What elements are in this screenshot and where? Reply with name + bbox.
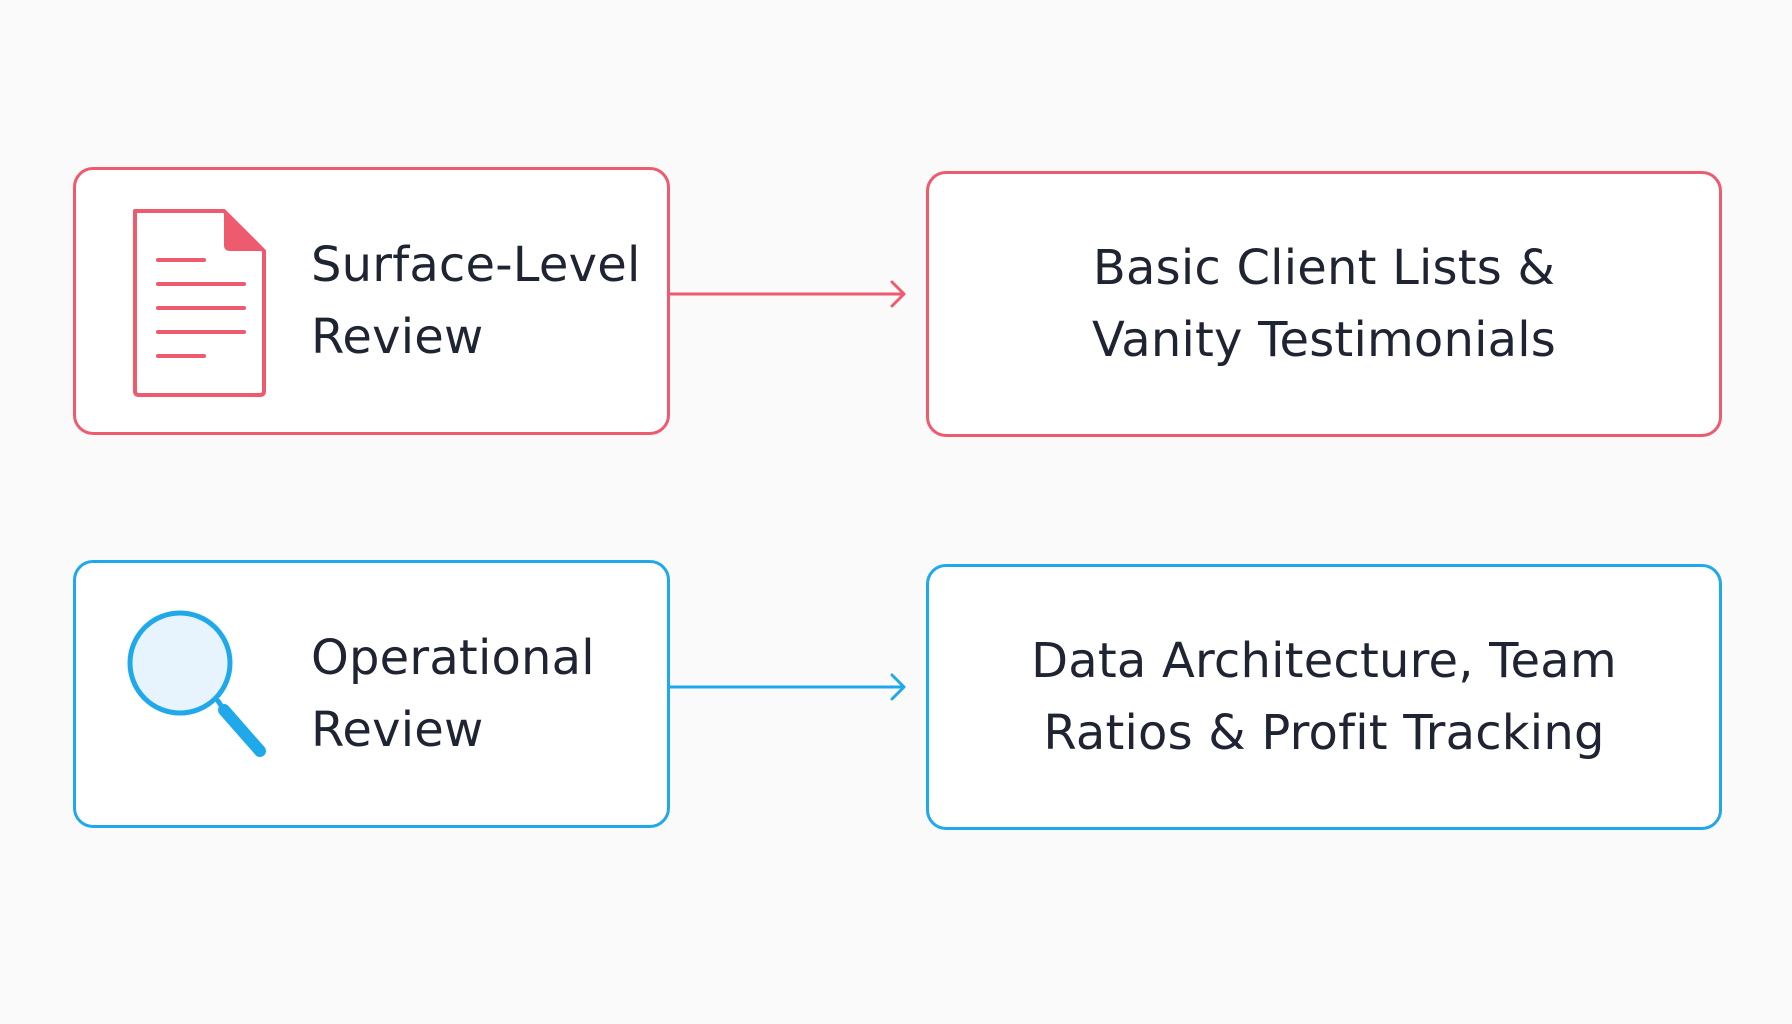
label-line: Vanity Testimonials [1091,312,1557,368]
data-architecture-label: Data Architecture, Team Ratios & Profit … [929,625,1719,769]
operational-review-card: Operational Review [73,560,670,828]
magnifier-icon [126,601,276,791]
label-line: Ratios & Profit Tracking [1043,705,1605,761]
red-arrow [670,274,910,314]
label-line: Review [311,309,484,365]
surface-level-review-label: Surface-Level Review [311,229,640,373]
data-architecture-card: Data Architecture, Team Ratios & Profit … [926,564,1722,830]
document-icon [126,208,276,398]
label-line: Review [311,702,484,758]
operational-review-label: Operational Review [311,622,595,766]
label-line: Operational [311,630,595,686]
label-line: Basic Client Lists & [1092,240,1556,296]
blue-arrow [670,667,910,707]
label-line: Data Architecture, Team [1031,633,1617,689]
label-line: Surface-Level [311,237,641,293]
basic-client-lists-label: Basic Client Lists & Vanity Testimonials [929,232,1719,376]
basic-client-lists-card: Basic Client Lists & Vanity Testimonials [926,171,1722,437]
surface-level-review-card: Surface-Level Review [73,167,670,435]
